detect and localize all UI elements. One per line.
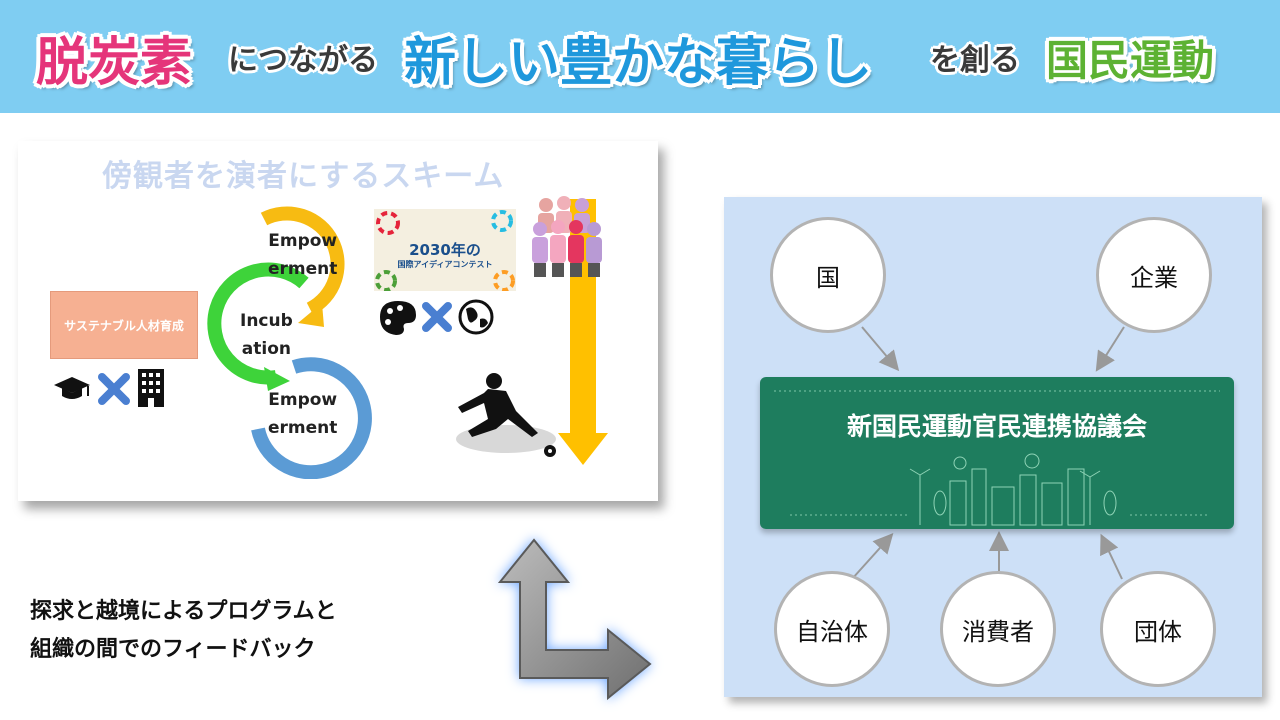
title-new-lifestyle: 新しい豊かな暮らし (404, 32, 873, 93)
empowerment-cycle (207, 206, 372, 479)
cross-icon (422, 302, 452, 332)
title-national-movement: 国民運動 (1046, 35, 1215, 85)
title-banner: 脱炭素 につながる 新しい豊かな暮らし を創る 国民運動 (0, 0, 1280, 113)
training-icons (54, 369, 164, 407)
cycle-label-3-line2: erment (268, 418, 338, 438)
feedback-arrow (497, 538, 652, 701)
cross-icon (98, 373, 130, 405)
scheme-title: 傍観者を演者にするスキーム (102, 159, 505, 194)
node-organizations: 団体 (1100, 571, 1216, 687)
cycle-label-2-line1: Incub (240, 311, 293, 331)
node-local-governments: 自治体 (774, 571, 890, 687)
public-private-council-box: 新国民運動官民連携協議会 (760, 377, 1234, 529)
title-create: を創る (930, 43, 1020, 78)
cycle-label-3-line1: Empow (268, 390, 338, 410)
cycle-label-1-line1: Empow (268, 231, 338, 251)
cycle-label-2-line2: ation (241, 339, 291, 359)
feedback-text: 探求と越境によるプログラムと 組織の間でのフィードバック (30, 593, 337, 669)
feedback-line-1: 探求と越境によるプログラムと (30, 599, 337, 624)
sdg-ring-decoration (375, 210, 515, 291)
building-icon (138, 369, 164, 407)
node-companies-label: 企業 (1130, 263, 1178, 292)
cycle-label-3: Empow erment (268, 386, 337, 442)
graduation-cap-icon (54, 377, 90, 399)
node-national-government-label: 国 (816, 263, 840, 292)
idea-contest-poster: 2030年の 国際アイディアコンテスト (374, 209, 516, 291)
scheme-panel: 傍観者を演者にするスキーム サステナブル人材育成 (18, 141, 658, 501)
cycle-label-1-line2: erment (268, 259, 338, 279)
council-label: 新国民運動官民連携協議会 (846, 412, 1147, 441)
council-diagram: 国 企業 新国民運動官民連携協議会 自治体 消費者 団体 (724, 197, 1262, 697)
title-connector: につながる (228, 43, 378, 78)
bystander-to-actor-arrow (532, 196, 608, 465)
contest-subtitle: 国際アイディアコンテスト (397, 260, 493, 269)
contest-title: 2030年の (409, 241, 481, 259)
globe-icon (458, 299, 494, 335)
contest-icons (380, 299, 494, 335)
cycle-label-1: Empow erment (268, 227, 337, 283)
soccer-player-icon (456, 373, 556, 457)
title-decarbonization: 脱炭素 (36, 32, 193, 93)
cycle-label-2: Incub ation (240, 307, 293, 363)
node-companies: 企業 (1096, 217, 1212, 333)
node-organizations-label: 団体 (1134, 617, 1182, 646)
feedback-line-2: 組織の間でのフィードバック (30, 637, 316, 662)
connector-arrows (851, 326, 1125, 580)
node-national-government: 国 (770, 217, 886, 333)
node-consumers: 消費者 (940, 571, 1056, 687)
training-label: サステナブル人材育成 (64, 318, 184, 333)
node-consumers-label: 消費者 (962, 617, 1034, 646)
palette-icon (380, 301, 416, 335)
crowd-icon (532, 196, 602, 277)
node-local-governments-label: 自治体 (796, 617, 868, 646)
training-box: サステナブル人材育成 (50, 291, 198, 359)
city-line-illustration (774, 390, 1220, 526)
